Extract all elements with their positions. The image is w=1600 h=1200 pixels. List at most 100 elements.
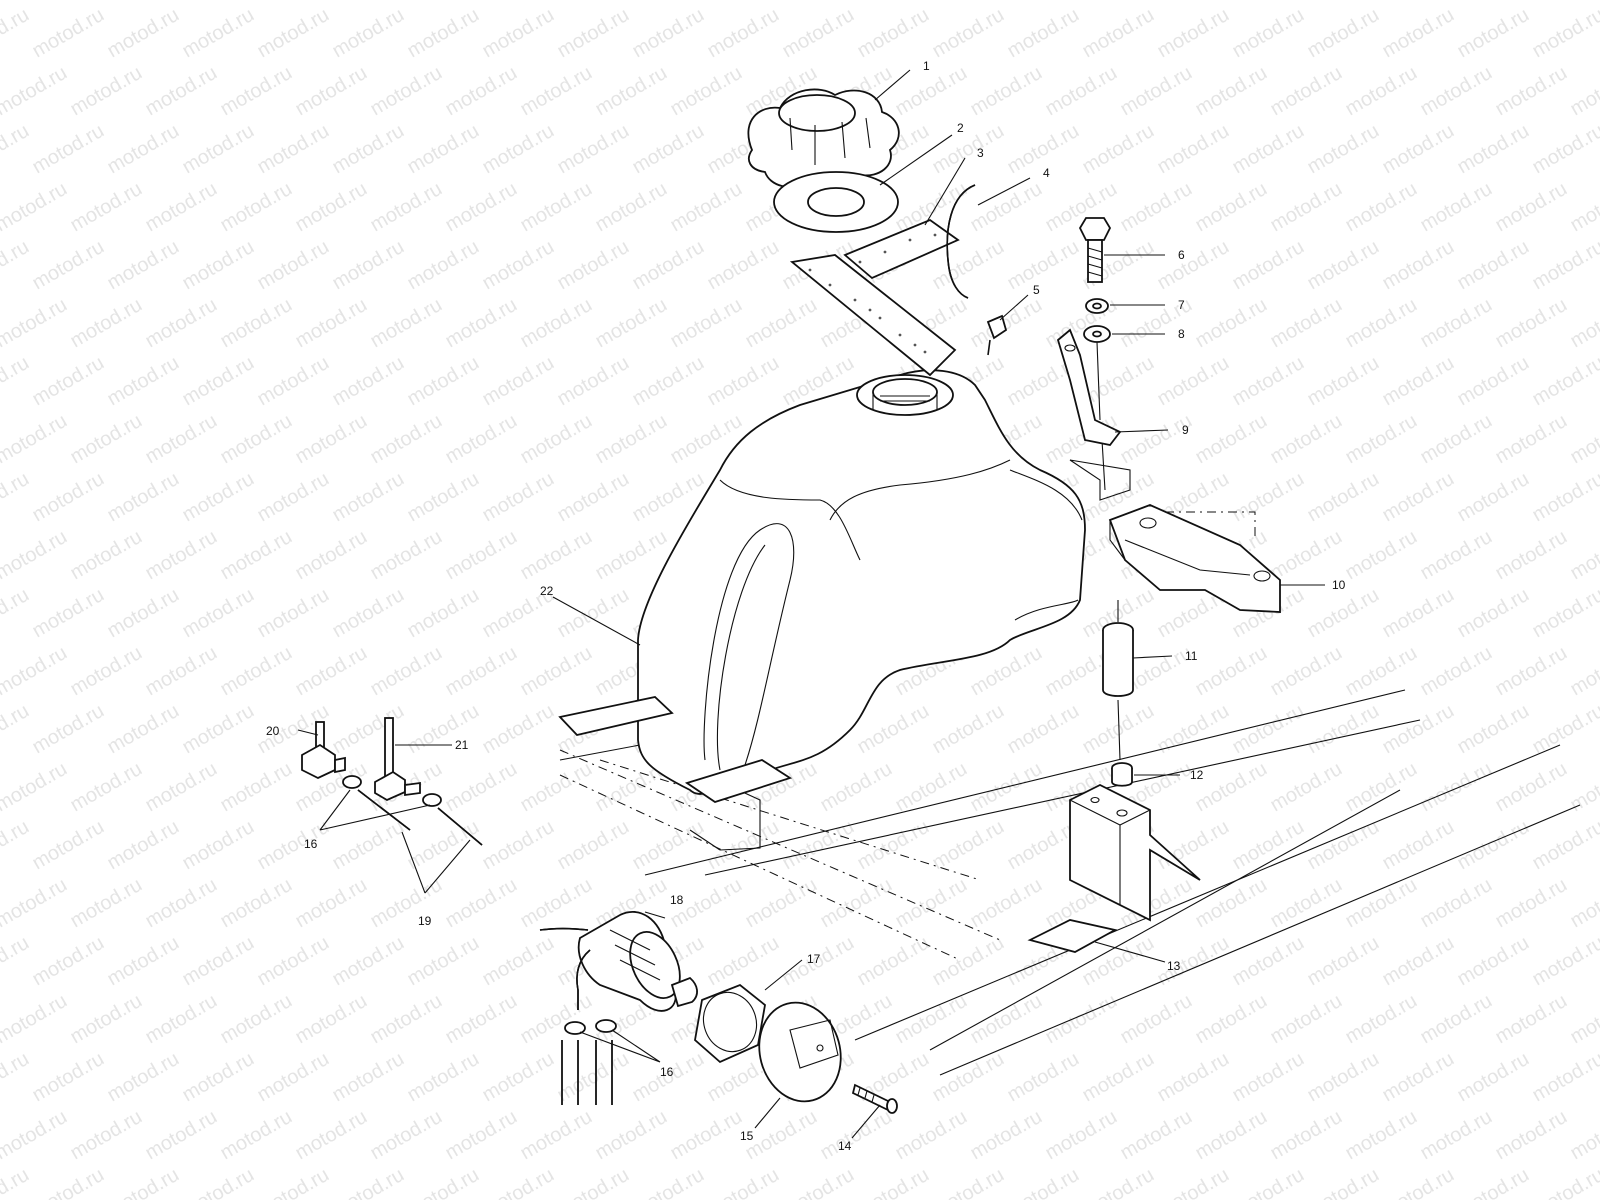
watermark-text: motod.ru xyxy=(442,0,521,4)
watermark-text: motod.ru xyxy=(1267,642,1346,701)
watermark-text: motod.ru xyxy=(292,1106,371,1165)
watermark-text: motod.ru xyxy=(67,178,146,237)
watermark-text: motod.ru xyxy=(929,700,1008,759)
watermark-text: motod.ru xyxy=(1342,178,1421,237)
watermark-text: motod.ru xyxy=(592,178,671,237)
watermark-text: motod.ru xyxy=(29,468,108,527)
watermark-text: motod.ru xyxy=(1529,468,1600,527)
watermark-text: motod.ru xyxy=(254,236,333,295)
watermark-text: motod.ru xyxy=(217,294,296,353)
watermark-text: motod.ru xyxy=(742,0,821,4)
watermark-text: motod.ru xyxy=(1042,990,1121,1049)
watermark-text: motod.ru xyxy=(442,62,521,121)
watermark-text: motod.ru xyxy=(67,642,146,701)
watermark-text: motod.ru xyxy=(1267,1106,1346,1165)
watermark-text: motod.ru xyxy=(1379,352,1458,411)
watermark-text: motod.ru xyxy=(29,120,108,179)
callout-3: 3 xyxy=(977,146,984,160)
watermark-text: motod.ru xyxy=(854,4,933,63)
watermark-text: motod.ru xyxy=(1304,468,1383,527)
watermark-text: motod.ru xyxy=(67,990,146,1049)
watermark-text: motod.ru xyxy=(254,468,333,527)
watermark-text: motod.ru xyxy=(517,758,596,817)
watermark-text: motod.ru xyxy=(179,352,258,411)
watermark-text: motod.ru xyxy=(667,62,746,121)
watermark-text: motod.ru xyxy=(1304,700,1383,759)
callout-14: 14 xyxy=(838,1139,852,1153)
watermark-text: motod.ru xyxy=(704,816,783,875)
watermark-text: motod.ru xyxy=(1342,410,1421,469)
watermark-text: motod.ru xyxy=(517,0,596,4)
watermark-text: motod.ru xyxy=(67,758,146,817)
watermark-text: motod.ru xyxy=(929,1048,1008,1107)
watermark-text: motod.ru xyxy=(292,0,371,4)
watermark-text: motod.ru xyxy=(1379,1048,1458,1107)
watermark-text: motod.ru xyxy=(1004,1164,1083,1200)
sleeve xyxy=(1102,600,1134,761)
watermark-text: motod.ru xyxy=(1567,758,1600,817)
watermark-text: motod.ru xyxy=(292,178,371,237)
watermark-text: motod.ru xyxy=(442,990,521,1049)
watermark-text: motod.ru xyxy=(104,352,183,411)
callout-9: 9 xyxy=(1182,423,1189,437)
watermark-text: motod.ru xyxy=(1342,62,1421,121)
watermark-text: motod.ru xyxy=(292,874,371,933)
watermark-text: motod.ru xyxy=(0,990,71,1049)
watermark-text: motod.ru xyxy=(667,1106,746,1165)
watermark-text: motod.ru xyxy=(742,1106,821,1165)
watermark-text: motod.ru xyxy=(967,62,1046,121)
watermark-text: motod.ru xyxy=(779,4,858,63)
watermark-text: motod.ru xyxy=(1304,932,1383,991)
watermark-text: motod.ru xyxy=(779,816,858,875)
watermark-text: motod.ru xyxy=(1567,526,1600,585)
watermark-text: motod.ru xyxy=(779,1164,858,1200)
watermark-text: motod.ru xyxy=(217,178,296,237)
callout-21: 21 xyxy=(455,738,469,752)
watermark-text: motod.ru xyxy=(142,990,221,1049)
watermark-text: motod.ru xyxy=(1492,410,1571,469)
watermark-text: motod.ru xyxy=(104,468,183,527)
watermark-text: motod.ru xyxy=(1079,4,1158,63)
vent-hose xyxy=(946,184,976,299)
watermark-text: motod.ru xyxy=(704,352,783,411)
watermark-text: motod.ru xyxy=(1154,352,1233,411)
watermark-text: motod.ru xyxy=(1267,990,1346,1049)
watermark-text: motod.ru xyxy=(254,352,333,411)
watermark-text: motod.ru xyxy=(1454,584,1533,643)
callout-20: 20 xyxy=(266,724,280,738)
watermark-text: motod.ru xyxy=(367,990,446,1049)
watermark-text: motod.ru xyxy=(329,4,408,63)
watermark-text: motod.ru xyxy=(1154,700,1233,759)
hex-nut xyxy=(694,983,766,1064)
watermark-text: motod.ru xyxy=(254,816,333,875)
watermark-text: motod.ru xyxy=(292,990,371,1049)
watermark-text: motod.ru xyxy=(554,4,633,63)
watermark-text: motod.ru xyxy=(1304,1164,1383,1200)
watermark-text: motod.ru xyxy=(104,4,183,63)
watermark-text: motod.ru xyxy=(629,120,708,179)
frame-mount xyxy=(1069,783,1201,922)
watermark-text: motod.ru xyxy=(0,294,71,353)
watermark-text: motod.ru xyxy=(0,1048,33,1107)
fuel-hoses xyxy=(357,789,483,846)
watermark-text: motod.ru xyxy=(1342,642,1421,701)
watermark-text: motod.ru xyxy=(254,584,333,643)
watermark-text: motod.ru xyxy=(1342,0,1421,4)
watermark-text: motod.ru xyxy=(1529,584,1600,643)
watermark-text: motod.ru xyxy=(29,1164,108,1200)
watermark-text: motod.ru xyxy=(517,1106,596,1165)
watermark-text: motod.ru xyxy=(1304,4,1383,63)
watermark-text: motod.ru xyxy=(1192,62,1271,121)
watermark-text: motod.ru xyxy=(479,4,558,63)
watermark-text: motod.ru xyxy=(1417,642,1496,701)
screw xyxy=(851,1083,898,1114)
watermark-text: motod.ru xyxy=(367,62,446,121)
watermark-text: motod.ru xyxy=(404,816,483,875)
watermark-text: motod.ru xyxy=(1379,584,1458,643)
callout-8: 8 xyxy=(1178,327,1185,341)
watermark-text: motod.ru xyxy=(179,120,258,179)
watermark-text: motod.ru xyxy=(1154,816,1233,875)
watermark-text: motod.ru xyxy=(404,352,483,411)
watermark-text: motod.ru xyxy=(1379,468,1458,527)
